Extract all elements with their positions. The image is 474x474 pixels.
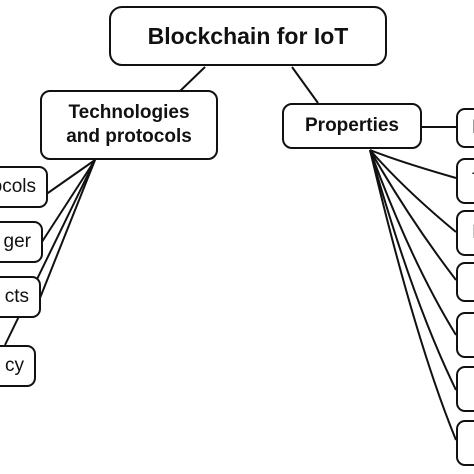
right-leaf-1: D: [456, 108, 474, 148]
right-leaf-2: T: [456, 158, 474, 204]
right-leaf-7: [456, 420, 474, 466]
left-leaf-1: ocols: [0, 166, 48, 208]
right-leaf-1-label: D: [472, 116, 474, 140]
right-leaf-4: [456, 262, 474, 302]
connector-technologies-leaf-1: [44, 159, 96, 196]
connector-properties-leaf-7: [369, 149, 457, 441]
connector-properties-leaf-5: [369, 149, 457, 336]
connector-properties-leaf-3: [369, 149, 457, 233]
right-leaf-3-label: I: [472, 221, 474, 245]
left-leaf-1-label: ocols: [0, 176, 36, 198]
left-leaf-4: cy: [0, 345, 36, 387]
root-label: Blockchain for IoT: [147, 22, 349, 49]
right-leaf-3: I: [456, 210, 474, 256]
connector-technologies-leaf-3: [37, 159, 96, 304]
left-leaf-4-label: cy: [5, 355, 24, 377]
connector-properties-leaf-6: [369, 149, 457, 391]
right-leaf-5: [456, 312, 474, 358]
branch-node-technologies: Technologies and protocols: [40, 90, 218, 160]
connector-properties-leaf-2: [369, 149, 457, 179]
connector-properties-leaf-4: [369, 149, 457, 281]
connector-root-properties: [291, 66, 319, 104]
right-leaf-2-label: T: [472, 169, 474, 193]
left-leaf-2: ger: [0, 221, 43, 263]
branch-label-properties: Properties: [305, 115, 399, 137]
left-leaf-3-label: cts: [4, 286, 29, 308]
connector-technologies-leaf-2: [37, 159, 96, 249]
left-leaf-2-label: ger: [3, 231, 31, 253]
connector-root-technologies: [177, 66, 206, 94]
root-node: Blockchain for IoT: [109, 6, 387, 66]
left-leaf-3: cts: [0, 276, 41, 318]
branch-label-technologies: Technologies and protocols: [66, 102, 192, 147]
branch-node-properties: Properties: [282, 103, 422, 149]
right-leaf-6: [456, 366, 474, 412]
